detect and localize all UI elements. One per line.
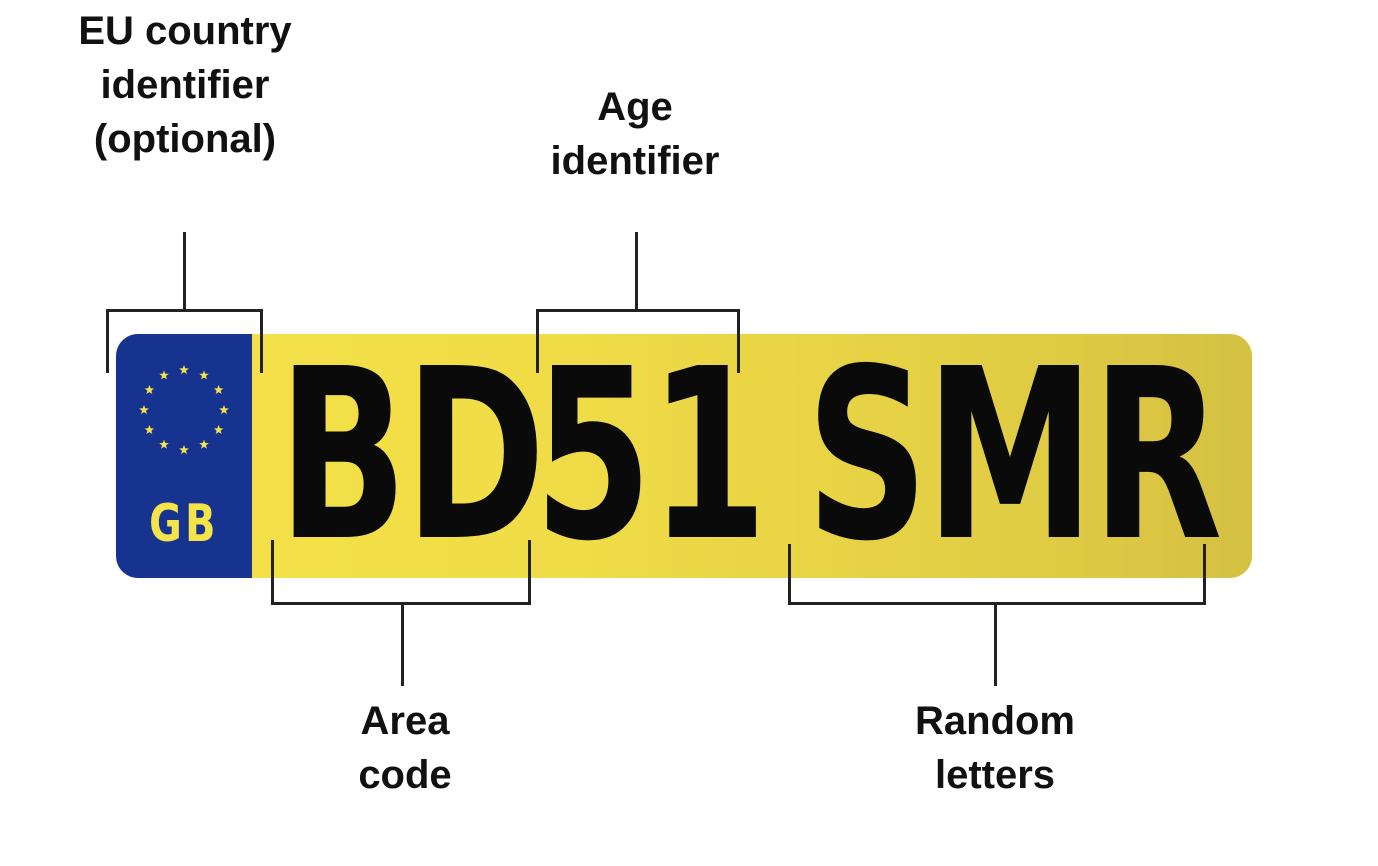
eu-country-identifier-label: EU country identifier (optional) (78, 9, 292, 161)
random-letters: SMR (806, 334, 1223, 578)
number-plate: GB BD 51 SMR (116, 334, 1252, 578)
age-identifier: 51 (534, 334, 768, 578)
area-code-label: Area code (358, 699, 452, 797)
country-code: GB (149, 494, 219, 554)
eu-stars-icon (139, 365, 229, 454)
eu-band: GB (116, 334, 252, 578)
area-code: BD (278, 334, 546, 578)
random-letters-label: Random letters (915, 699, 1075, 797)
age-identifier-label: Age identifier (550, 85, 720, 183)
